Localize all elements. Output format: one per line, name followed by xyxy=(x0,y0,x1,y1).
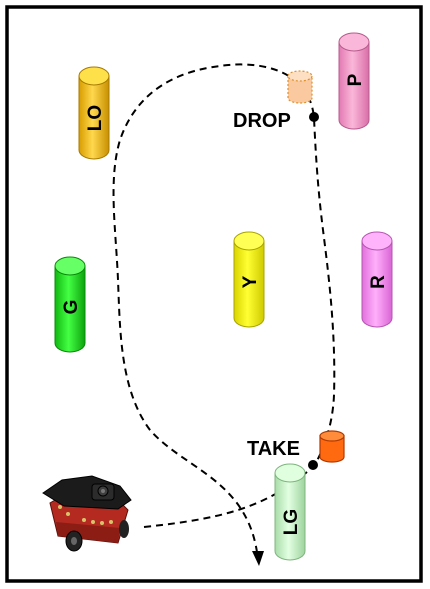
drop-label: DROP xyxy=(233,110,291,132)
drop-point xyxy=(309,112,319,122)
cylinder-label-g: G xyxy=(61,300,82,315)
robot-icon xyxy=(42,475,132,552)
cylinder-label-r: R xyxy=(368,275,389,289)
take-point xyxy=(308,460,318,470)
take-label: TAKE xyxy=(247,438,300,460)
cylinder-label-lo: LO xyxy=(85,105,106,131)
arrowhead xyxy=(252,551,264,566)
cylinder-label-p: P xyxy=(345,73,366,86)
cylinder-p: P xyxy=(338,32,370,130)
cylinder-r: R xyxy=(361,231,393,328)
cylinder-g: G xyxy=(54,256,86,353)
dropped-object xyxy=(287,70,313,104)
taken-object xyxy=(319,430,345,463)
cylinder-label-y: Y xyxy=(240,275,261,288)
cylinder-lg: LG xyxy=(274,463,306,561)
cylinder-y: Y xyxy=(233,231,265,328)
cylinder-label-lg: LG xyxy=(281,509,302,535)
cylinder-lo: LO xyxy=(78,66,110,160)
